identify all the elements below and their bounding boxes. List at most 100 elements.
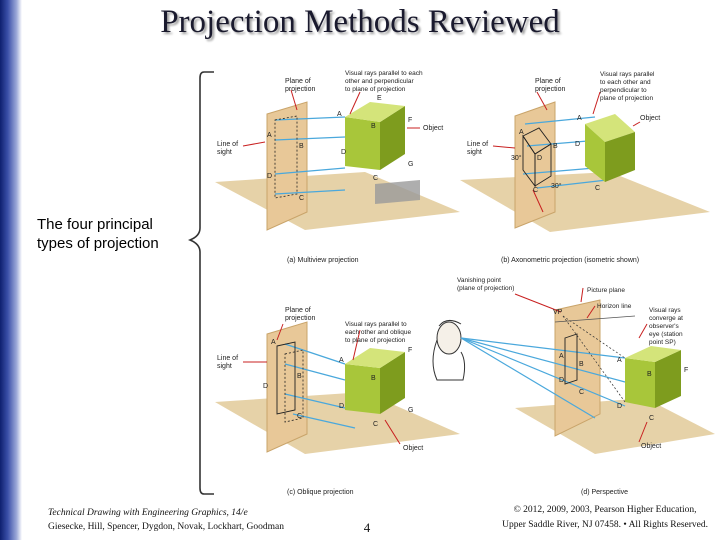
svg-text:B: B: [579, 361, 584, 368]
cube-front: [345, 364, 380, 414]
svg-text:D: D: [537, 155, 542, 162]
panel-axonometric: Plane of projection Visual rays parallel…: [460, 71, 710, 264]
panel-multiview: Plane of projection Visual rays parallel…: [215, 70, 460, 264]
label-sight: sight: [217, 149, 232, 156]
footer-copyright: © 2012, 2009, 2003, Pearson Higher Educa…: [502, 503, 708, 533]
svg-text:A: A: [267, 132, 272, 139]
svg-text:D: D: [559, 377, 564, 384]
caption-perspective: (d) Perspective: [581, 489, 628, 496]
svg-text:B: B: [371, 375, 376, 382]
slide-title: Projection Methods Reviewed: [0, 4, 720, 41]
label-a-rays-1: Visual rays parallel to each: [345, 70, 423, 77]
label-a-rays-3: to plane of projection: [345, 86, 406, 93]
ground-plane: [515, 398, 715, 454]
shadow: [375, 180, 420, 204]
observer-head: [433, 320, 465, 380]
svg-text:A: A: [617, 357, 622, 364]
svg-text:B: B: [647, 371, 652, 378]
svg-text:G: G: [408, 407, 413, 414]
svg-text:point SP): point SP): [649, 339, 676, 346]
copyright-line-1: © 2012, 2009, 2003, Pearson Higher Educa…: [502, 503, 708, 518]
svg-text:D: D: [575, 141, 580, 148]
svg-text:(plane of projection): (plane of projection): [457, 285, 514, 292]
ground-plane: [215, 172, 460, 230]
svg-text:D: D: [617, 403, 622, 410]
svg-text:A: A: [577, 115, 582, 122]
page-number: 4: [352, 520, 382, 536]
svg-text:F: F: [408, 117, 412, 124]
svg-text:each other and oblique: each other and oblique: [345, 329, 412, 336]
svg-text:projection: projection: [535, 86, 565, 93]
curly-brace: [188, 68, 216, 498]
svg-text:30°: 30°: [511, 154, 522, 162]
svg-text:Visual rays parallel: Visual rays parallel: [600, 71, 655, 78]
svg-text:Line of: Line of: [467, 141, 488, 148]
svg-text:D: D: [263, 383, 268, 390]
svg-text:Line of: Line of: [217, 355, 238, 362]
svg-text:to plane of projection: to plane of projection: [345, 337, 406, 344]
svg-text:sight: sight: [217, 363, 232, 370]
svg-text:A: A: [519, 129, 524, 136]
svg-text:C: C: [373, 175, 378, 182]
copyright-line-2: Upper Saddle River, NJ 07458. • All Righ…: [502, 518, 708, 533]
label-plane-of: Plane of: [285, 78, 311, 85]
svg-text:D: D: [341, 149, 346, 156]
svg-text:C: C: [297, 413, 302, 420]
ground-plane: [460, 172, 710, 232]
svg-text:G: G: [408, 161, 413, 168]
intro-text: The four principal types of projection: [37, 215, 187, 253]
label-line-of: Line of: [217, 141, 238, 148]
svg-text:30°: 30°: [551, 182, 562, 190]
caption-axonometric: (b) Axonometric projection (isometric sh…: [501, 257, 639, 264]
svg-text:F: F: [408, 347, 412, 354]
svg-text:sight: sight: [467, 149, 482, 156]
panel-perspective: Vanishing point (plane of projection) Pi…: [433, 277, 715, 496]
footer-authors: Giesecke, Hill, Spencer, Dygdon, Novak, …: [48, 520, 284, 534]
svg-text:VP: VP: [553, 309, 563, 316]
svg-text:Object: Object: [641, 443, 661, 450]
svg-text:to each other and: to each other and: [600, 79, 651, 86]
svg-text:converge at: converge at: [649, 315, 683, 322]
svg-text:B: B: [553, 143, 558, 150]
svg-text:C: C: [299, 195, 304, 202]
footer-book-info: Technical Drawing with Engineering Graph…: [48, 506, 284, 534]
slide-side-bar: [0, 0, 22, 540]
svg-text:A: A: [337, 111, 342, 118]
ground-plane: [215, 392, 460, 454]
projection-plane: [267, 102, 307, 230]
svg-text:eye (station: eye (station: [649, 331, 683, 338]
projection-figure: Plane of projection Visual rays parallel…: [215, 62, 715, 500]
svg-text:A: A: [271, 339, 276, 346]
footer-book-title: Technical Drawing with Engineering Graph…: [48, 506, 284, 520]
svg-text:D: D: [267, 173, 272, 180]
svg-text:C: C: [373, 421, 378, 428]
panel-oblique: Plane of projection Visual rays parallel…: [215, 307, 460, 496]
label-projection: projection: [285, 86, 315, 93]
svg-text:A: A: [559, 353, 564, 360]
svg-text:B: B: [371, 123, 376, 130]
svg-text:C: C: [595, 185, 600, 192]
svg-text:A: A: [339, 357, 344, 364]
svg-text:B: B: [299, 143, 304, 150]
svg-text:Visual rays parallel to: Visual rays parallel to: [345, 321, 407, 328]
svg-text:projection: projection: [285, 315, 315, 322]
svg-text:D: D: [339, 403, 344, 410]
cube-front: [625, 358, 655, 408]
caption-multiview: (a) Multiview projection: [287, 257, 359, 264]
svg-text:C: C: [579, 389, 584, 396]
svg-text:Object: Object: [640, 115, 660, 122]
svg-text:Plane of: Plane of: [285, 307, 311, 314]
svg-text:F: F: [684, 367, 688, 374]
svg-text:Horizon line: Horizon line: [597, 303, 632, 310]
svg-text:Vanishing point: Vanishing point: [457, 277, 501, 284]
svg-text:Picture plane: Picture plane: [587, 287, 625, 294]
svg-text:C: C: [533, 187, 538, 194]
caption-oblique: (c) Oblique projection: [287, 489, 354, 496]
label-a-rays-2: other and perpendicular: [345, 78, 414, 85]
svg-text:Object: Object: [403, 445, 423, 452]
svg-text:B: B: [297, 373, 302, 380]
svg-text:Visual rays: Visual rays: [649, 307, 681, 314]
svg-text:observer's: observer's: [649, 323, 680, 330]
svg-text:plane of projection: plane of projection: [600, 95, 654, 102]
label-object: Object: [423, 125, 443, 132]
